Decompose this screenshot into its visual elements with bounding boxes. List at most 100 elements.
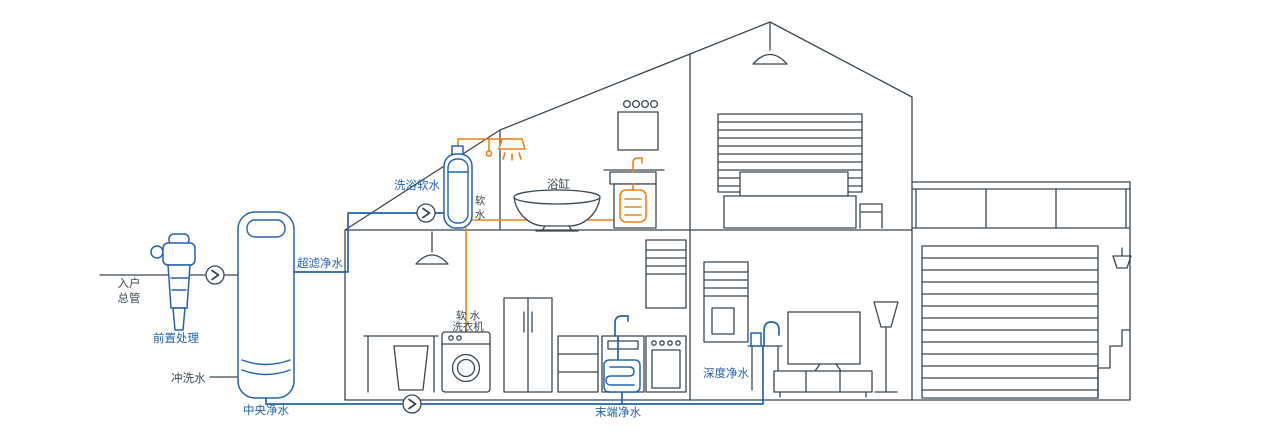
vanity-basin bbox=[609, 171, 657, 185]
bath-softener-device bbox=[443, 145, 473, 229]
flow-arrow-chevron bbox=[408, 398, 417, 410]
flow-markers bbox=[205, 203, 436, 414]
terminal-purifier-coil bbox=[605, 366, 635, 386]
soft-water-washer-label-line2: 洗衣机 bbox=[452, 320, 484, 333]
terminal-purifier-device bbox=[603, 315, 641, 393]
kitchen-cabinet bbox=[557, 335, 599, 393]
inlet-main-label-line1: 入户 bbox=[118, 276, 141, 290]
flow-arrow-chevron bbox=[422, 207, 431, 219]
washer-door bbox=[451, 353, 481, 383]
shower-head-icon bbox=[498, 138, 526, 150]
house-structure bbox=[344, 21, 1131, 401]
trash-bin bbox=[393, 345, 429, 391]
washing-machine bbox=[441, 331, 491, 393]
hand-shower-knob bbox=[485, 150, 493, 157]
garage-roof-posts bbox=[915, 188, 1127, 229]
flow-arrow-circle bbox=[402, 394, 422, 414]
deep-purifier-cabinet-slats bbox=[703, 271, 749, 297]
soft-water-label-char2: 水 bbox=[475, 209, 486, 221]
tv-stand-legs bbox=[814, 363, 842, 372]
garage bbox=[911, 181, 1132, 401]
pre-filter-device bbox=[150, 233, 196, 331]
kitchen-faucet-icon bbox=[614, 315, 629, 337]
pre-treatment-label: 前置处理 bbox=[153, 331, 199, 345]
vanity-heater-coil bbox=[624, 198, 642, 216]
tv-screen bbox=[787, 311, 861, 365]
gooseneck-faucet-icon bbox=[763, 321, 780, 347]
pre-filter-body bbox=[167, 264, 191, 309]
oven-door bbox=[651, 349, 681, 389]
bath-softener-inner bbox=[447, 158, 469, 224]
vanity-cabinet bbox=[613, 183, 657, 229]
central-purifier-panel bbox=[246, 219, 286, 238]
washer-knob-icon bbox=[448, 335, 454, 341]
flow-arrow-icon bbox=[205, 265, 225, 285]
terminal-purifier-label: 末端净水 bbox=[595, 405, 641, 419]
bathroom-furniture bbox=[513, 169, 665, 232]
water-cup-icon bbox=[750, 332, 762, 347]
sink-basin bbox=[607, 340, 639, 350]
ultrafiltration-label: 超滤净水 bbox=[297, 256, 343, 270]
kitchen-table bbox=[363, 335, 439, 393]
bathroom-fixed bbox=[617, 99, 659, 151]
central-purifier-body bbox=[237, 211, 295, 399]
refrigerator-doors bbox=[523, 297, 533, 393]
bathroom-mirror bbox=[617, 111, 659, 151]
deep-purifier-tap bbox=[750, 321, 780, 347]
shower-fixture bbox=[485, 138, 526, 161]
shower-drops-icon bbox=[502, 152, 522, 161]
mirror-light-icon bbox=[640, 99, 650, 109]
nightstand bbox=[859, 203, 883, 229]
mirror-light-icon bbox=[631, 99, 641, 109]
garage-steps bbox=[1097, 329, 1131, 399]
soft-water-label-char1: 软 bbox=[475, 194, 486, 207]
flow-arrow-icon bbox=[416, 203, 436, 223]
bathtub-label: 浴缸 bbox=[547, 177, 570, 191]
bathtub-feet bbox=[535, 225, 579, 232]
bed-mattress bbox=[739, 171, 849, 197]
vanity-faucet-icon bbox=[632, 157, 643, 191]
living-room bbox=[703, 261, 899, 398]
flow-arrow-icon bbox=[402, 394, 422, 414]
ultrafiltration-pipe-upper bbox=[293, 212, 445, 273]
central-purifier-bands bbox=[241, 359, 291, 376]
central-purifier-device bbox=[237, 211, 295, 399]
bathtub-rim bbox=[513, 189, 601, 205]
deep-purifier-label: 深度净水 bbox=[703, 366, 749, 380]
tv-cabinet bbox=[773, 370, 873, 393]
tall-shelf-lines bbox=[645, 249, 687, 275]
garage-roof-rails bbox=[911, 181, 1131, 229]
bedroom bbox=[717, 21, 883, 229]
deep-purifier-cabinet-door bbox=[711, 307, 735, 335]
flow-arrow-chevron bbox=[211, 269, 220, 281]
oven-knob-icon bbox=[675, 340, 681, 346]
kitchen-cabinet-drawers bbox=[557, 353, 599, 373]
oven-knob-icon bbox=[651, 340, 657, 346]
washer-knob-icon bbox=[456, 335, 462, 341]
pendant-lamp-shade bbox=[752, 53, 788, 65]
inlet-main-label-line2: 总管 bbox=[118, 291, 141, 305]
oven-knob-icon bbox=[659, 340, 665, 346]
pre-filter-head bbox=[162, 242, 196, 266]
pre-filter-cup bbox=[172, 307, 186, 331]
bath-softener-label: 洗浴软水 bbox=[394, 178, 440, 192]
flush-water-label: 冲洗水 bbox=[171, 371, 206, 385]
outdoor-lamp-icon bbox=[1112, 247, 1132, 269]
soft-water-washer-label-line1: 软 水 bbox=[456, 309, 481, 322]
soft-water-shower-pipe bbox=[457, 138, 513, 147]
central-purifier-label: 中央净水 bbox=[243, 403, 289, 417]
garage-door bbox=[921, 245, 1099, 399]
pre-filter-gauge bbox=[150, 245, 164, 259]
garage-door-slats bbox=[921, 257, 1099, 391]
flow-arrow-circle bbox=[205, 265, 225, 285]
floor-lamp-shade bbox=[873, 301, 899, 328]
washer-door-inner bbox=[456, 358, 476, 378]
vanity-soft-water-unit bbox=[619, 157, 647, 223]
kitchen-pendant-shade bbox=[415, 254, 449, 265]
mirror-light-icon bbox=[622, 99, 632, 109]
diagram-labels: 入户 总管 前置处理 中央净水 冲洗水 超滤净水 洗浴软水 软 水 浴缸 软 水… bbox=[118, 177, 750, 419]
pre-filter-body-lines bbox=[170, 277, 189, 291]
deep-purifier-cabinet bbox=[703, 261, 749, 343]
